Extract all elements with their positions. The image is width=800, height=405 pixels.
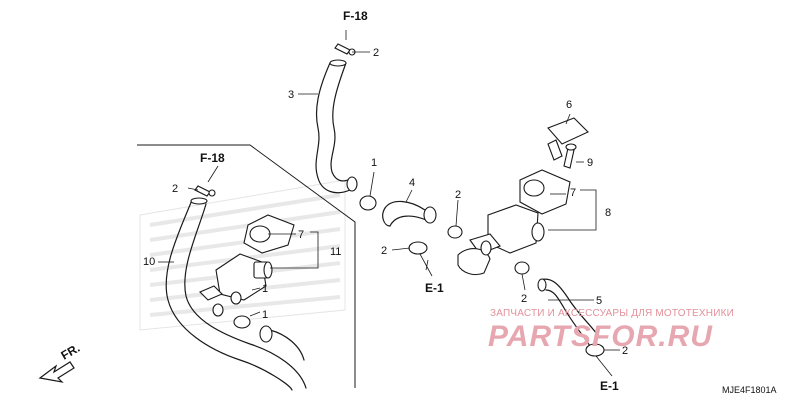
callout-7-right: 7	[570, 187, 576, 199]
callout-8: 8	[605, 207, 611, 219]
clamp-2-center-left	[408, 241, 428, 255]
valve-assembly-8	[457, 204, 545, 276]
callout-3: 3	[288, 89, 294, 101]
watermark: ЗАПЧАСТИ И АКСЕССУАРЫ ДЛЯ МОТОТЕХНИКИ PA…	[488, 308, 734, 353]
callout-2-right-upper: 2	[521, 293, 527, 305]
ref-e1-bottom[interactable]: E-1	[600, 379, 619, 393]
callout-2-top: 2	[373, 47, 379, 59]
hose-5	[537, 278, 601, 347]
callout-1-left: 1	[262, 309, 268, 321]
ref-f18-top[interactable]: F-18	[343, 9, 368, 23]
callout-10: 10	[143, 256, 155, 268]
clamp-2-left	[194, 185, 216, 197]
front-label: FR.	[59, 341, 83, 363]
clamp-2-center-right	[447, 225, 463, 239]
callout-2-center-left: 2	[381, 245, 387, 257]
hose-10	[165, 197, 307, 391]
callout-2-right-lower: 2	[622, 345, 628, 357]
callout-11: 11	[330, 246, 341, 258]
bracket-6	[547, 117, 589, 161]
ref-f18-left[interactable]: F-18	[200, 151, 225, 165]
callout-2-left: 2	[172, 183, 178, 195]
callout-5: 5	[596, 295, 602, 307]
hose-4	[382, 200, 437, 227]
clamp-1-left	[233, 315, 251, 329]
ref-e1-center[interactable]: E-1	[425, 281, 444, 295]
panel-border	[137, 144, 356, 388]
callout-1-center: 1	[371, 157, 377, 169]
callout-9: 9	[587, 157, 593, 169]
leader-lines	[158, 30, 620, 377]
callout-6: 6	[566, 99, 572, 111]
clamp-1-center	[359, 195, 377, 211]
hose-3	[315, 59, 358, 194]
diagram-code: MJE4F1801A	[722, 385, 777, 395]
callout-2-center: 2	[455, 189, 461, 201]
clamp-2-right-upper	[514, 261, 530, 275]
callout-4: 4	[409, 177, 415, 189]
front-direction-arrow-icon: FR.	[38, 341, 83, 383]
bolt-9	[563, 143, 577, 169]
watermark-tagline: ЗАПЧАСТИ И АКСЕССУАРЫ ДЛЯ МОТОТЕХНИКИ	[490, 308, 734, 319]
watermark-logo: PARTSFOR.RU	[488, 320, 713, 353]
rubber-mount-7-right	[519, 169, 571, 215]
callout-7-left: 7	[298, 229, 304, 241]
clamp-2-top	[334, 43, 356, 56]
callout-1-left-upper: 1	[262, 283, 268, 295]
